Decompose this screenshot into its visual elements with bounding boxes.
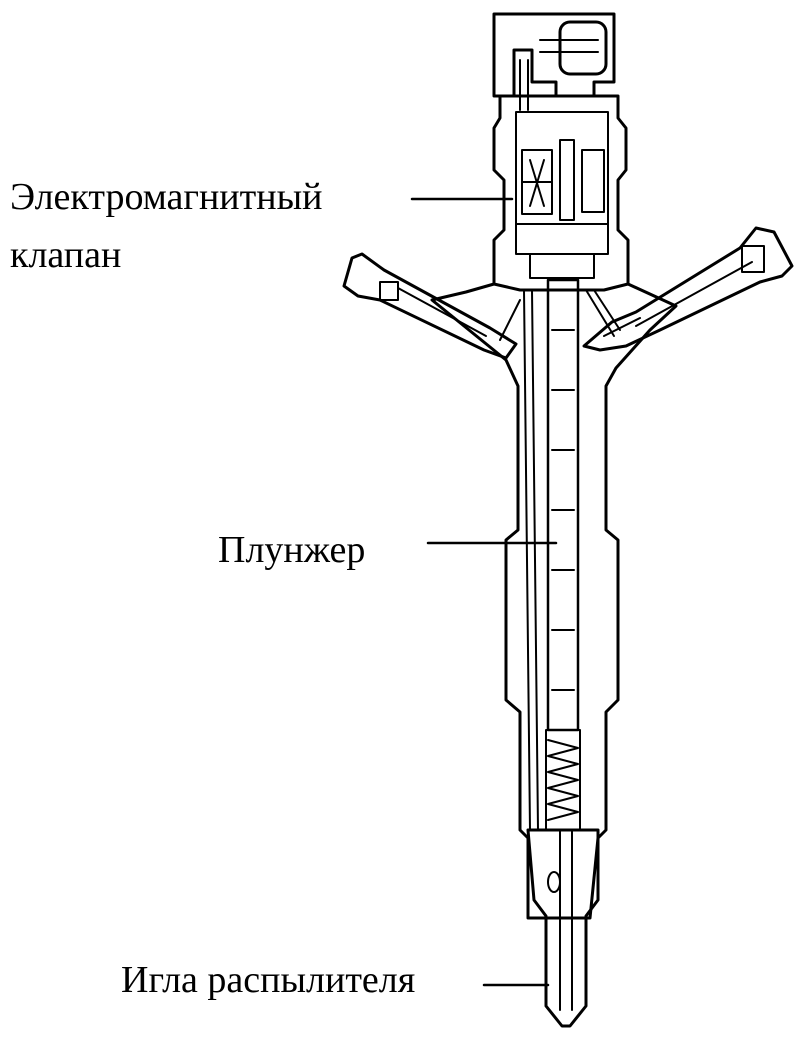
right-inlet-connector [582,226,794,352]
fuel-passages [499,289,621,831]
left-inlet-connector [342,252,518,360]
leader-lines [410,197,558,987]
nozzle [526,828,600,1028]
plunger-rod [546,278,580,732]
injector-body [430,282,678,920]
label-solenoid-valve-line2: клапан [10,234,122,276]
label-solenoid-valve-line1: Электромагнитный [10,176,323,218]
label-nozzle-needle: Игла распылителя [121,959,416,1001]
nozzle-spring [545,729,581,831]
solenoid-valve-body [492,94,630,292]
label-plunger: Плунжер [218,529,366,571]
